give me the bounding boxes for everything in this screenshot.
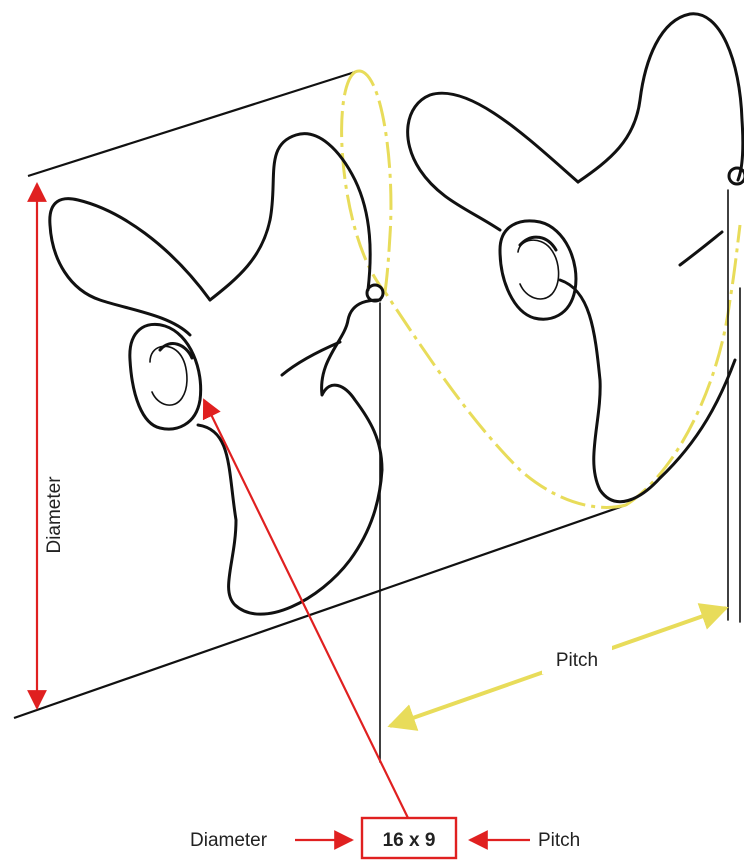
spec-caption: Diameter 16 x 9 Pitch <box>190 816 580 860</box>
pitch-label-background <box>542 644 612 674</box>
pitch-helix <box>340 69 742 509</box>
spec-diameter-label: Diameter <box>190 830 268 851</box>
spec-size-code: 16 x 9 <box>383 830 436 851</box>
pitch-dimension: Pitch <box>387 603 729 731</box>
propeller-left <box>48 132 385 763</box>
spec-leader-line <box>202 398 409 819</box>
diameter-axis-label: Diameter <box>44 476 65 554</box>
spec-code-box <box>360 816 458 860</box>
spec-pitch-label: Pitch <box>538 830 580 851</box>
diameter-dimension: Diameter <box>27 182 65 710</box>
pitch-axis-label: Pitch <box>556 650 598 671</box>
propeller-right <box>406 12 744 623</box>
rotation-plane-frame <box>13 70 627 720</box>
